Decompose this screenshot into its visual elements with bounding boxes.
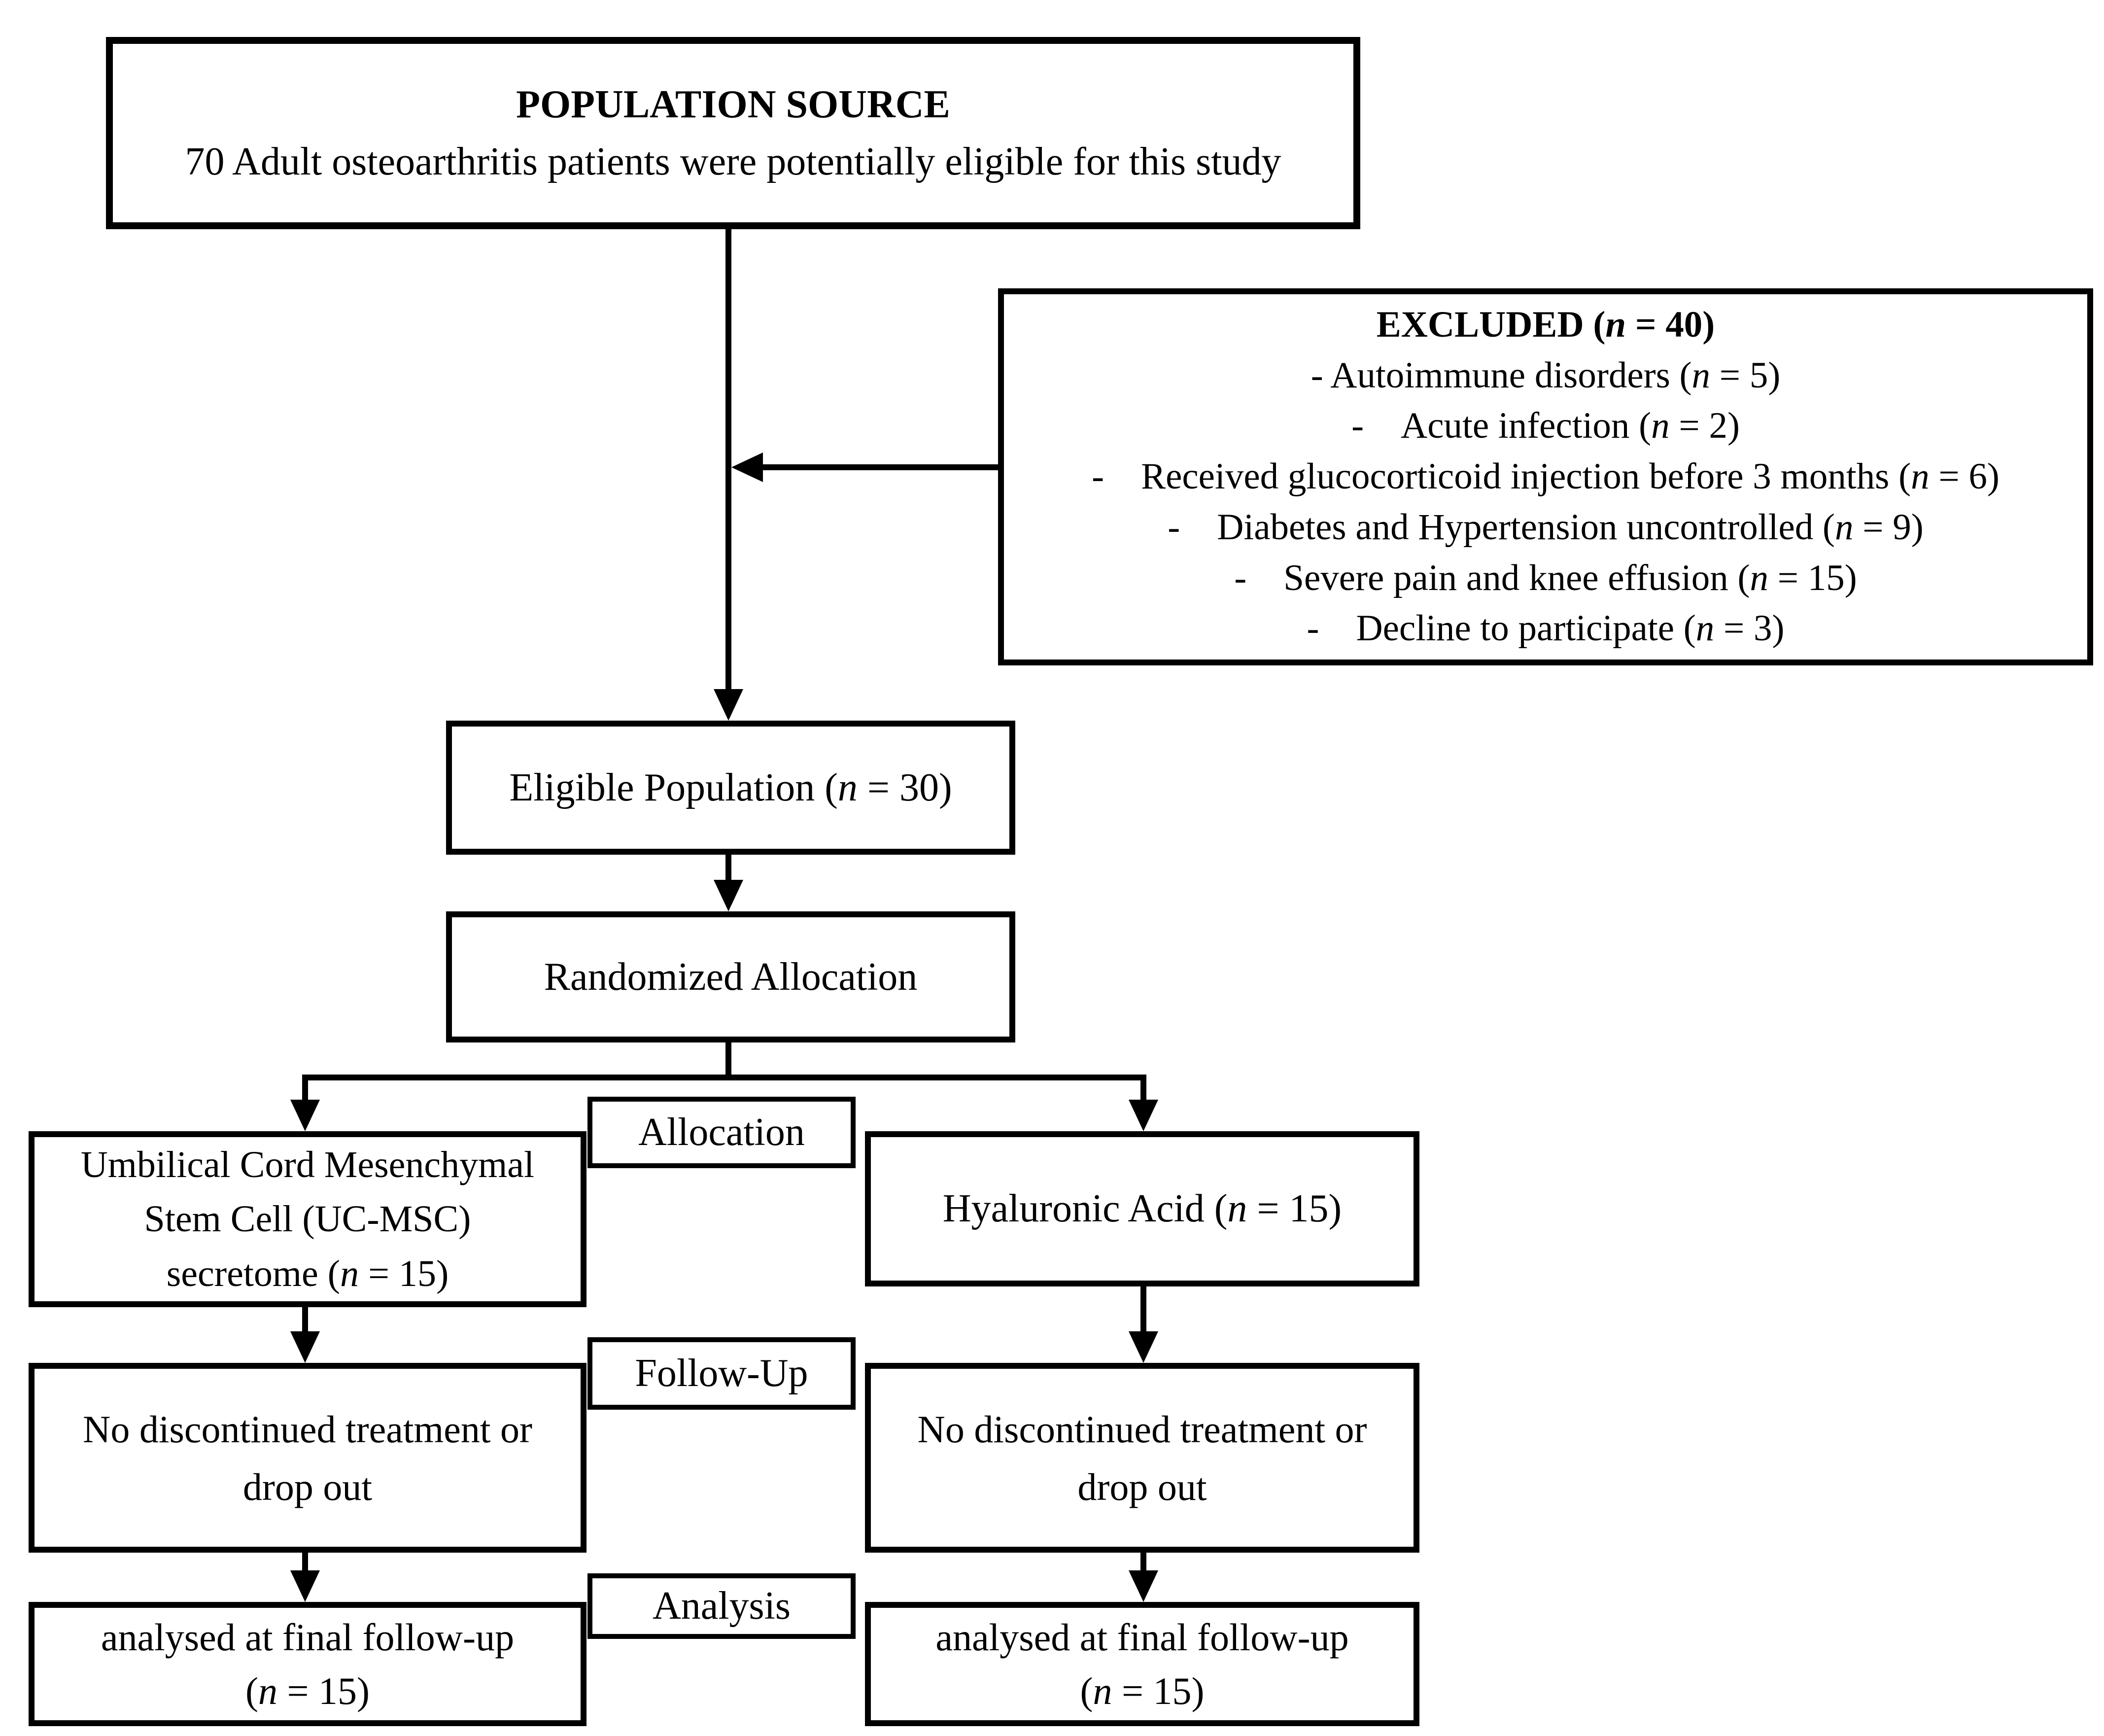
- excluded-item: - Acute infection (n = 2): [1351, 405, 1740, 447]
- followup-right-box: No discontinued treatment or drop out: [865, 1363, 1419, 1553]
- arrow-ucmsc-to-followup-line: [302, 1306, 308, 1332]
- arrow-population-to-eligible-line: [725, 227, 731, 689]
- arrow-followup-to-analysis-left-head: [290, 1570, 320, 1602]
- randomized-allocation-box: Randomized Allocation: [446, 911, 1015, 1042]
- hyaluronic-acid-label: Hyaluronic Acid (n = 15): [942, 1187, 1342, 1231]
- analysis-stage-label: Analysis: [653, 1584, 791, 1628]
- arrow-excluded-to-mainline-line: [761, 464, 1004, 470]
- analysis-stage-label-box: Analysis: [587, 1573, 856, 1639]
- arrow-excluded-to-mainline-head: [731, 452, 763, 482]
- arrow-hyaluronic-to-followup-line: [1140, 1285, 1146, 1332]
- excluded-box: EXCLUDED (n = 40) - Autoimmune disorders…: [998, 288, 2093, 665]
- arrow-hyaluronic-to-followup-head: [1129, 1331, 1158, 1363]
- ucmsc-branch-line3: secretome (n = 15): [166, 1252, 449, 1294]
- arrow-followup-to-analysis-right-head: [1129, 1570, 1158, 1602]
- followup-stage-label-box: Follow-Up: [587, 1337, 856, 1410]
- excluded-item: - Autoimmune disorders (n = 5): [1311, 354, 1781, 396]
- population-source-subtitle: 70 Adult osteoarthritis patients were po…: [185, 140, 1281, 183]
- arrow-split-to-hyaluronic-line: [1140, 1075, 1146, 1100]
- allocation-stage-label: Allocation: [638, 1111, 805, 1154]
- analysis-right-box: analysed at final follow-up (n = 15): [865, 1602, 1419, 1726]
- excluded-item: - Diabetes and Hypertension uncontrolled…: [1168, 506, 1924, 548]
- arrow-split-to-ucmsc-line: [302, 1075, 308, 1100]
- arrow-split-to-ucmsc-head: [290, 1100, 320, 1131]
- excluded-title: EXCLUDED (n = 40): [1376, 304, 1715, 345]
- arrow-followup-to-analysis-left-line: [302, 1552, 308, 1571]
- ucmsc-branch-line2: Stem Cell (UC-MSC): [144, 1198, 471, 1240]
- population-source-box: POPULATION SOURCE 70 Adult osteoarthriti…: [106, 37, 1360, 229]
- ucmsc-branch-box: Umbilical Cord Mesenchymal Stem Cell (UC…: [29, 1131, 586, 1307]
- connector-split-horizontal-line: [302, 1075, 1146, 1080]
- analysis-left-line2: (n = 15): [245, 1669, 370, 1712]
- followup-right-label: No discontinued treatment or drop out: [917, 1407, 1377, 1508]
- hyaluronic-acid-branch-box: Hyaluronic Acid (n = 15): [865, 1131, 1419, 1286]
- excluded-item: - Severe pain and knee effusion (n = 15): [1234, 557, 1857, 598]
- analysis-left-box: analysed at final follow-up (n = 15): [29, 1602, 586, 1726]
- population-source-title: POPULATION SOURCE: [516, 83, 950, 126]
- ucmsc-branch-line1: Umbilical Cord Mesenchymal: [80, 1144, 535, 1186]
- analysis-left-line1: analysed at final follow-up: [101, 1615, 515, 1659]
- arrow-eligible-to-randomized-line: [725, 855, 731, 880]
- eligible-population-box: Eligible Population (n = 30): [446, 721, 1015, 855]
- excluded-item: - Decline to participate (n = 3): [1307, 608, 1785, 649]
- arrow-split-to-hyaluronic-head: [1129, 1100, 1158, 1131]
- followup-stage-label: Follow-Up: [635, 1352, 808, 1395]
- analysis-right-line1: analysed at final follow-up: [935, 1615, 1349, 1659]
- arrow-ucmsc-to-followup-head: [290, 1331, 320, 1363]
- analysis-right-line2: (n = 15): [1080, 1669, 1205, 1712]
- followup-left-box: No discontinued treatment or drop out: [29, 1363, 586, 1553]
- randomized-allocation-label: Randomized Allocation: [544, 955, 918, 999]
- arrow-followup-to-analysis-right-line: [1140, 1552, 1146, 1571]
- followup-left-label: No discontinued treatment or drop out: [83, 1407, 542, 1508]
- connector-randomized-stub-line: [725, 1042, 731, 1077]
- excluded-item: - Received glucocorticoid injection befo…: [1092, 456, 2000, 497]
- arrow-population-to-eligible-head: [714, 689, 743, 721]
- arrow-eligible-to-randomized-head: [714, 880, 743, 911]
- allocation-stage-label-box: Allocation: [587, 1097, 856, 1168]
- eligible-population-label: Eligible Population (n = 30): [509, 765, 952, 809]
